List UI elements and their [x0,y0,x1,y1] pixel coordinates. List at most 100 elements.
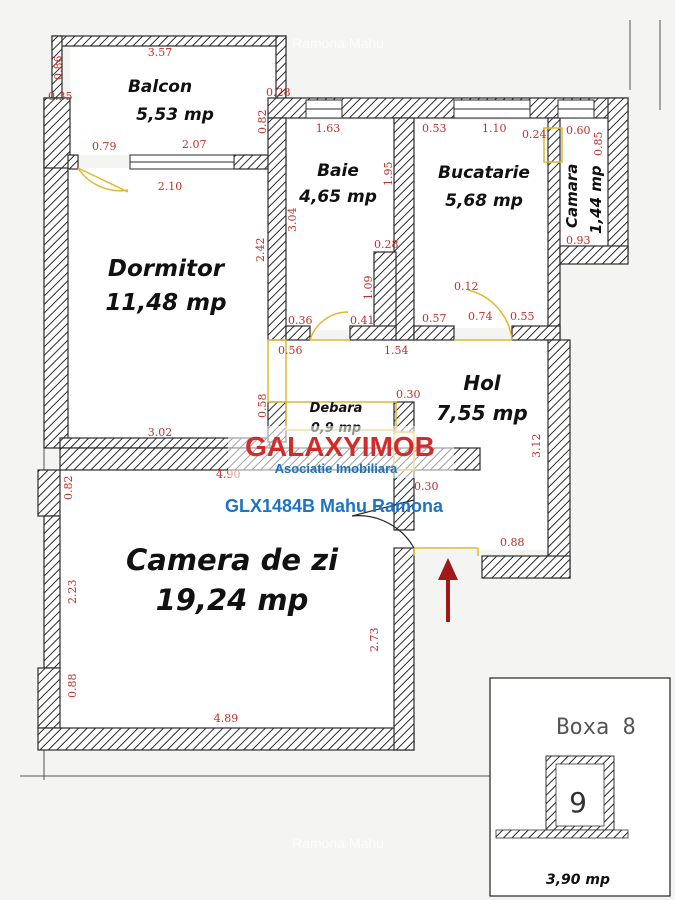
dim-dormitor-window: 2.10 [158,180,183,193]
dim-cz-left-a: 0.82 [62,476,75,501]
wall-buc-bottom-l [413,325,455,341]
boxa-number: 9 [569,786,587,819]
door-bucatarie [454,289,513,341]
door-baie [309,311,350,341]
boxa-title: Boxa 8 [556,715,635,740]
dim-debara-r: 0.30 [396,388,421,401]
wall-baie-stub [373,251,397,331]
boxa-area: 3,90 mp [546,872,610,888]
room-baie-name: Baie [317,161,359,181]
dim-buc-top-w: 1.10 [482,122,507,135]
dim-camara-top: 0.60 [566,124,591,137]
wall-balcon-top [51,35,287,47]
room-dormitor-name: Dormitor [108,256,226,282]
dim-balcon-right-a: 0.28 [266,86,291,99]
wall-baie-buc [393,117,415,341]
dim-balcon-left-b: 0.35 [48,90,73,103]
room-camara-area: 1,44 mp [587,165,605,234]
wall-buc-camara [547,117,561,341]
dim-buc-bot-door: 0.74 [468,310,493,323]
room-labels: Balcon 5,53 mp Baie 4,65 mp Bucatarie 5,… [105,77,605,617]
dim-baie-left: 3.04 [286,208,299,233]
agent-code: GLX1484B Mahu Ramona [225,496,444,516]
dim-camara-right: 0.85 [592,132,605,157]
room-baie-area: 4,65 mp [298,187,377,207]
room-debara-name: Debara [310,401,363,416]
door-camara [543,127,563,163]
dim-hol-right: 3.12 [530,434,543,459]
walls [37,35,629,751]
wall-camara-bottom [559,245,629,265]
boxa-inset: Boxa 8 9 3,90 mp [489,677,671,897]
entrance-arrow-icon [438,558,458,622]
room-bucatarie-area: 5,68 mp [445,191,523,211]
boxa-corridor-wall [495,829,629,839]
wall-cz-right [393,547,415,751]
brand-logo-text: GALAXYIMOB [245,431,435,462]
dim-hol-b: 1.54 [384,344,409,357]
wall-right-top [607,97,629,255]
wall-hol-right [547,339,571,579]
wall-cz-left-bottom [37,667,61,729]
wall-buc-bottom-r [511,325,561,341]
dim-cz-left-c: 0.88 [66,674,79,699]
room-dormitor-area: 11,48 mp [105,290,226,316]
wall-door-jamb [67,154,79,170]
dim-debara-c: 0.30 [414,480,439,493]
dim-debara-l: 0.58 [256,394,269,419]
dim-buc-top-l: 0.53 [422,122,447,135]
windows [129,99,595,170]
wall-cz-left-top [37,469,61,517]
dim-buc-door-top: 0.12 [454,280,479,293]
dim-window-balcon: 2.07 [182,138,207,151]
dim-buc-top-r: 0.24 [522,128,547,141]
dim-balcon-top: 3.57 [148,46,173,59]
room-hol-name: Hol [463,371,501,395]
watermark-top: Ramona Mahu [292,35,384,51]
dim-dormitor-right: 2.42 [254,238,267,263]
wall-baie-bottom-l [285,325,311,341]
wall-baie-bottom-r [349,325,397,341]
dim-baie-right: 1.95 [382,162,395,187]
dim-baie-top: 1.63 [316,122,341,135]
dim-balcon-left-a: 0.86 [52,56,65,81]
boxa-room [555,763,605,827]
dim-baie-door-l: 0.36 [288,314,313,327]
door-camera-de-zi [351,499,415,549]
dim-baie-small: 0.28 [374,238,399,251]
wall-cz-bottom [37,727,415,751]
dim-balcon-right-b: 0.82 [256,110,269,135]
dim-cz-right: 2.73 [368,628,381,653]
dim-baie-inner: 1.09 [362,276,375,301]
dim-hol-a: 0.56 [278,344,303,357]
brand-logo-tagline: Asociatie Imobiliara [275,461,399,476]
dim-hol-bottom: 0.88 [500,536,525,549]
dim-dormitor-bottom: 3.02 [148,426,173,439]
doors [77,127,563,556]
dimension-labels: 3.57 0.86 0.35 0.28 0.82 0.79 2.07 2.10 … [48,46,605,725]
dim-cz-bottom: 4.89 [214,712,239,725]
room-camara-name: Camara [563,164,581,228]
dim-buc-bot-l: 0.57 [422,312,447,325]
door-entrance [413,547,479,556]
dim-baie-door-r: 0.41 [350,314,375,327]
watermark-bottom: Ramona Mahu [292,835,384,851]
dim-cz-left-b: 2.23 [66,580,79,605]
dim-camara-bottom: 0.93 [566,234,591,247]
door-hol-dormitor [267,339,287,403]
wall-cz-left-mid [43,515,61,669]
wall-left-corner [43,97,71,169]
wall-hol-bottom [481,555,571,579]
room-balcon-area: 5,53 mp [136,105,214,125]
room-balcon-name: Balcon [128,77,192,97]
floors [60,45,610,728]
dim-door-balcon: 0.79 [92,140,117,153]
wall-dormitor-baie [267,117,287,341]
room-hol-area: 7,55 mp [436,401,527,425]
room-bucatarie-name: Bucatarie [438,163,530,183]
dim-buc-bot-r: 0.55 [510,310,535,323]
room-camera-de-zi-name: Camera de zi [126,543,339,577]
brand-logo: GALAXYIMOB Asociatie Imobiliara [228,426,454,478]
door-dormitor-balcon [77,167,129,193]
